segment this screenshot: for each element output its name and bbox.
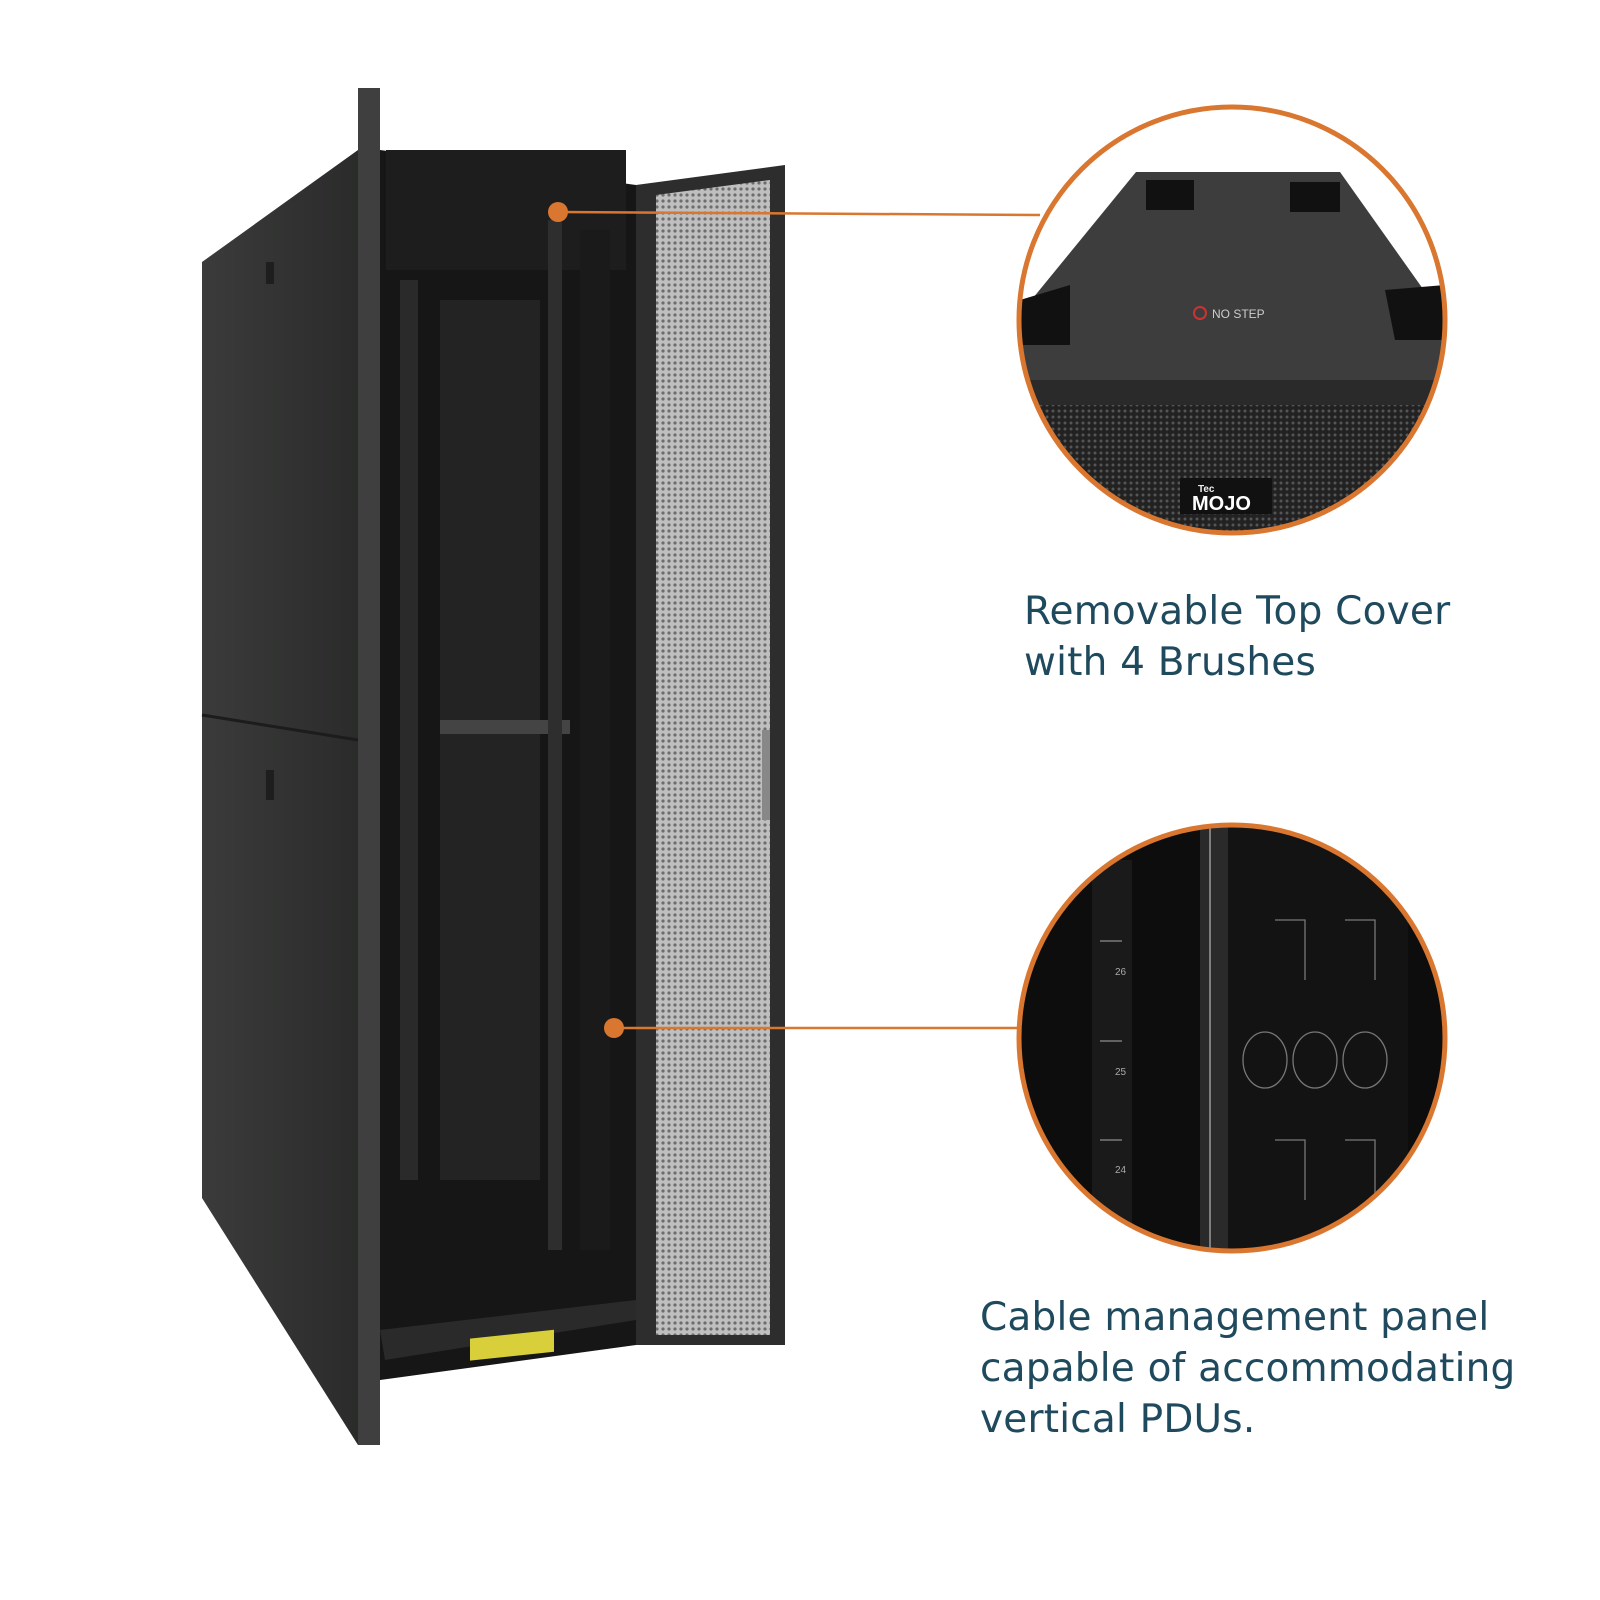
caption-line: Cable management panel [980,1295,1490,1340]
callout-dot-top [548,202,568,222]
rear-frame [358,88,380,1445]
caption-line: capable of accommodating [980,1346,1516,1391]
caption-line: with 4 Brushes [1024,640,1317,685]
cable-panel-inset: 26 25 24 [1019,825,1445,1251]
callout-connectors [548,202,1041,1038]
caption-line: Removable Top Cover [1024,589,1451,634]
no-step-label: NO STEP [1212,307,1265,321]
perforated-door[interactable] [656,180,770,1335]
rail-number: 26 [1115,967,1127,978]
callout-dot-bottom [604,1018,624,1038]
caption-line: vertical PDUs. [980,1397,1256,1442]
server-rack-cabinet [201,88,785,1445]
rail-number: 25 [1115,1067,1127,1078]
top-cover-caption: Removable Top Cover with 4 Brushes [1024,586,1450,688]
top-cover-inset: NO STEP Tec MOJO [1019,107,1445,533]
brand-logo: MOJO [1192,493,1251,515]
cable-panel-caption: Cable management panel capable of accomm… [980,1292,1516,1445]
side-panel [202,150,358,1445]
brand-prefix: Tec [1198,484,1215,495]
rail-number: 24 [1115,1165,1127,1176]
